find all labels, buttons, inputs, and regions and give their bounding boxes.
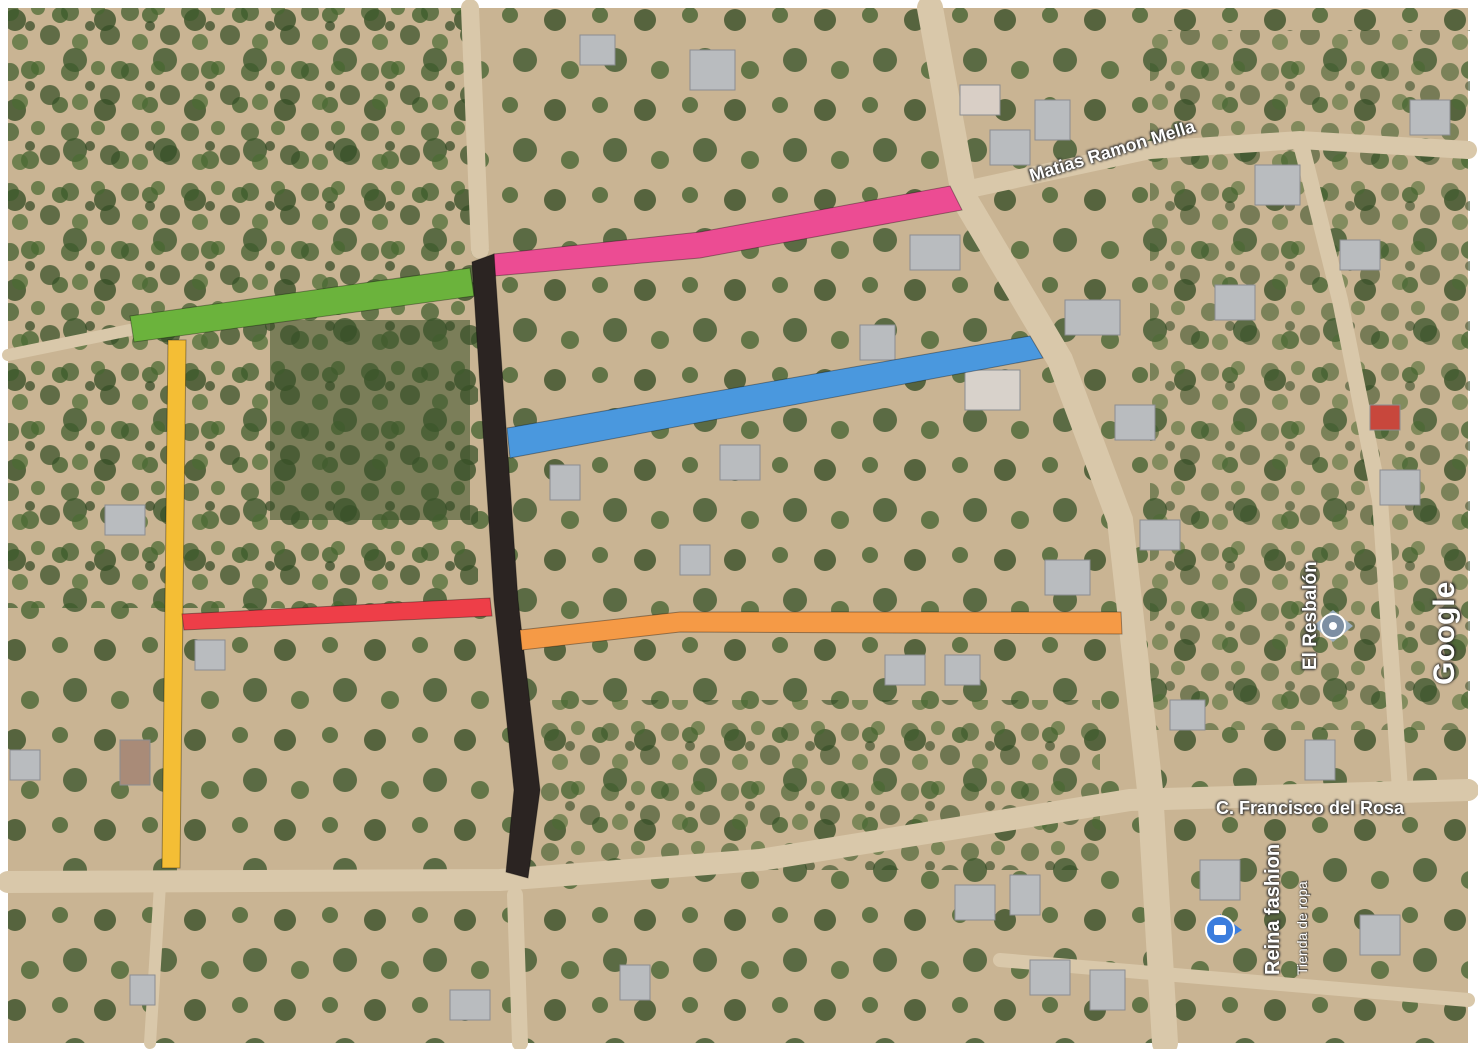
orange-overlay-strip (519, 611, 1123, 651)
overlay-lines (129, 185, 1123, 879)
red-overlay-strip (181, 597, 493, 631)
yellow-overlay-strip (161, 339, 187, 869)
buildings (9, 34, 1451, 1021)
dense-vegetation-center (270, 320, 470, 520)
clothing-store-pin-icon[interactable] (1205, 914, 1242, 945)
black-overlay-strip (471, 253, 541, 879)
place-pin-icon[interactable] (1313, 610, 1353, 642)
blue-overlay-strip (506, 335, 1044, 459)
place-label-reina-fashion[interactable]: Reina fashion (1262, 843, 1284, 975)
place-label-el-resbalon[interactable]: El Resbalón (1300, 561, 1321, 670)
place-category-tienda-de-ropa: Tienda de ropa (1294, 881, 1310, 975)
street-label-francisco-del-rosa: C. Francisco del Rosa (1216, 798, 1405, 818)
google-watermark: Google (1428, 581, 1461, 685)
green-overlay-strip (129, 267, 475, 343)
